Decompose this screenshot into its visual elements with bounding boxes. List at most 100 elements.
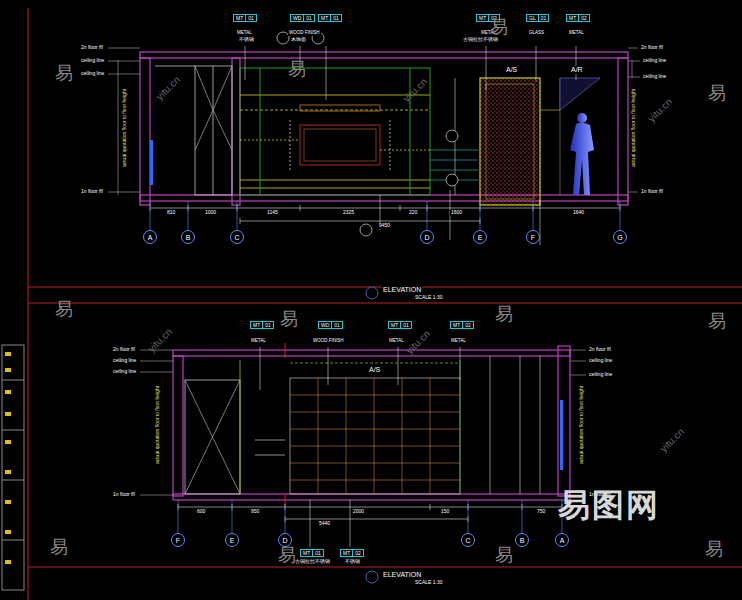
feature-panel [540, 110, 560, 111]
tag-code: WD [319, 322, 331, 328]
watermark: 易 [495, 546, 513, 566]
right-wall [490, 356, 563, 494]
tag-code: GL [527, 15, 538, 21]
title-strip [5, 560, 11, 564]
axis-bubble: E [225, 533, 239, 547]
dimension: 1600 [450, 210, 463, 216]
shelving [290, 429, 460, 430]
tag-code: WD [291, 15, 303, 21]
height-note: actual quotation floor to floor height [122, 88, 128, 168]
title-strip [2, 380, 24, 381]
tag-code: MT [477, 15, 488, 21]
material-note: 古铜拉丝不锈钢 [294, 560, 331, 565]
leader-lines [260, 347, 460, 547]
title-strip [5, 440, 11, 444]
shelving [290, 363, 460, 364]
shelving [318, 378, 319, 494]
structure [173, 350, 570, 356]
tag-code: 02 [462, 322, 473, 328]
axis-bubble: B [515, 533, 529, 547]
axis-bubble: F [526, 230, 540, 244]
person-figure [570, 123, 594, 195]
material-note: 不锈钢 [238, 38, 255, 43]
structure [140, 58, 150, 205]
section-marks [446, 130, 458, 142]
level-label: 2n floor ffl [588, 347, 612, 353]
wall-unit [240, 110, 430, 111]
level-leaders [570, 350, 586, 351]
level-leaders [628, 48, 638, 49]
title-strip [5, 412, 11, 416]
tag-code: 01 [312, 550, 323, 556]
wall-unit [390, 120, 391, 170]
leader-lines [536, 46, 537, 82]
right-wall [560, 400, 563, 470]
tag-code: 01 [538, 15, 549, 21]
structure [618, 58, 628, 205]
tag-code: 01 [330, 15, 341, 21]
axis-letter: G [617, 234, 622, 241]
wall-unit [380, 150, 430, 151]
title-strip [5, 500, 11, 504]
material-note: METAL [450, 339, 467, 344]
sheet-frame [28, 567, 742, 568]
dimension: 220 [408, 210, 418, 216]
title-strip [5, 470, 11, 474]
person-figure [570, 113, 594, 195]
dimension-lines [300, 205, 301, 211]
feature-panel [480, 78, 600, 205]
axis-bubble: C [230, 230, 244, 244]
watermark: 易 [55, 64, 73, 84]
cabinet [195, 66, 213, 150]
section-marks [366, 287, 378, 299]
wall-unit [290, 120, 291, 170]
axis-lines [468, 500, 469, 533]
tag-code: 01 [245, 15, 256, 21]
level-leaders [140, 372, 173, 373]
wall-unit [304, 129, 376, 161]
dimension-lines [240, 221, 480, 222]
tag-code: MT [251, 322, 262, 328]
shelving [290, 395, 460, 396]
watermark: yitu.cn [658, 426, 686, 454]
shelving [290, 463, 460, 464]
axis-lines [150, 201, 620, 230]
structure [173, 494, 570, 500]
shelving [430, 378, 431, 494]
structure [140, 52, 628, 58]
stair-panel [430, 78, 478, 195]
shelving [290, 378, 460, 494]
axis-lines [480, 201, 481, 230]
tag-code: MT [389, 322, 400, 328]
axis-letter: D [424, 234, 429, 241]
structure [232, 58, 240, 205]
wall-unit [300, 105, 380, 111]
watermark: yitu.cn [154, 74, 182, 102]
door [255, 440, 285, 441]
axis-lines [237, 201, 238, 230]
title-text: ELEVATION [382, 571, 422, 579]
tag-code: MT [234, 15, 245, 21]
material-note: WOOD FINISH [312, 339, 345, 344]
dimension: 810 [166, 210, 176, 216]
dimension: 600 [196, 509, 206, 515]
watermark: 易 [705, 540, 723, 560]
axis-lines [285, 507, 286, 533]
watermark: 易 [708, 84, 726, 104]
level-leaders [108, 48, 640, 195]
door [255, 455, 285, 456]
material-tag: MT02 [566, 14, 590, 22]
watermark: yitu.cn [404, 328, 432, 356]
title-strip [2, 345, 24, 590]
cabinet [150, 140, 153, 185]
title-strip [2, 480, 24, 481]
dimension-lines [150, 205, 620, 224]
axis-lines [188, 201, 189, 230]
axis-letter: C [465, 537, 470, 544]
axis-bubble: C [461, 533, 475, 547]
level-leaders [140, 350, 586, 495]
wall-unit [300, 125, 380, 165]
tag-code: MT [301, 550, 312, 556]
cut-marks [285, 343, 286, 506]
structure [140, 52, 628, 205]
